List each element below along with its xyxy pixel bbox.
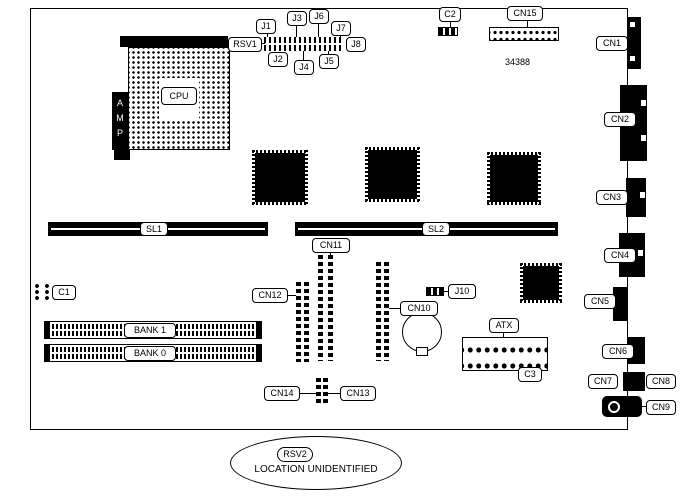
connector-c1 [32,283,52,301]
label-c3: C3 [518,367,542,382]
chip-qfp-3 [487,152,541,205]
cpu-label: CPU [161,87,197,105]
leader-line [318,23,319,37]
cpu-retention-bar [120,36,228,47]
label-cn9: CN9 [646,400,676,415]
battery [402,312,442,352]
label-cn14: CN14 [264,386,300,401]
jumper-j10 [426,287,444,296]
label-sl2: SL2 [422,222,450,236]
label-cn5: CN5 [584,294,616,309]
leader-line [503,332,504,337]
leader-line [340,35,341,37]
leader-line [642,406,646,407]
label-bank0: BANK 0 [124,346,176,361]
leader-line [303,51,304,60]
label-cn13: CN13 [340,386,376,401]
connector-cn9-jack [608,401,620,413]
leader-line [262,43,265,44]
header-cn10 [376,262,389,361]
part-number: 34388 [505,57,531,67]
leader-line [328,51,329,54]
label-cn7: CN7 [588,374,618,389]
socket-end-tab [256,345,261,361]
leader-line [328,393,340,394]
label-bank1: BANK 1 [124,323,176,338]
connector-c2 [438,27,458,36]
socket-end-tab [45,345,50,361]
header-cn13-cn14 [316,378,328,404]
label-j10: J10 [448,284,476,299]
label-rsv2: RSV2 [277,447,313,462]
cpu-socket [128,47,230,150]
cpu-tab [114,150,130,160]
connector-notch [630,56,635,61]
jumper-label-j1: J1 [256,19,276,34]
connector-notch [638,250,643,256]
connector-cn7-cn8 [623,372,645,391]
leader-line [330,251,331,255]
label-cn12: CN12 [252,288,288,303]
location-note: LOCATION UNIDENTIFIED [254,464,378,475]
header-cn12 [296,282,309,362]
label-cn10: CN10 [400,301,438,316]
amp-label: AMP [112,92,128,150]
connector-cn5 [613,287,628,321]
jumper-label-j6: J6 [309,9,329,24]
leader-line [267,33,268,37]
label-cn6: CN6 [602,344,634,359]
chip-qfp-2 [365,147,420,202]
board-outline [30,8,628,430]
jumper-label-j5: J5 [319,54,339,69]
connector-atx [462,337,548,371]
label-cn1: CN1 [596,36,628,51]
leader-line [296,25,297,37]
header-cn11 [318,255,333,361]
jumper-label-j7: J7 [331,21,351,36]
label-c1: C1 [52,285,76,300]
connector-cn3 [626,178,646,217]
label-cn15: CN15 [507,6,543,21]
leader-line [389,308,400,309]
connector-cn15 [489,27,559,41]
socket-end-tab [256,322,261,338]
label-cn3: CN3 [596,190,628,205]
label-cn2: CN2 [604,112,636,127]
leader-line [444,291,448,292]
jumper-header-row-1 [264,37,344,43]
connector-notch [641,100,646,106]
leader-line [527,19,528,27]
leader-line [288,295,296,296]
label-cn4: CN4 [604,248,636,263]
socket-end-tab [45,322,50,338]
jumper-header-row-2 [264,45,344,51]
jumper-label-j4: J4 [294,60,314,75]
connector-notch [640,192,645,198]
note-ellipse [230,436,402,490]
jumper-label-j8: J8 [346,37,366,52]
label-cn11: CN11 [312,238,350,253]
leader-line [300,393,316,394]
label-cn8: CN8 [646,374,676,389]
chip-qfp-1 [252,150,308,205]
label-atx: ATX [489,318,519,333]
connector-notch [641,135,646,141]
chip-qfp-4 [520,263,562,303]
label-rsv1: RSV1 [228,37,262,52]
leader-line [450,20,451,27]
connector-notch [630,22,635,27]
jumper-label-j2: J2 [268,52,288,67]
label-c2: C2 [439,7,461,22]
label-sl1: SL1 [140,222,168,236]
jumper-label-j3: J3 [287,11,307,26]
